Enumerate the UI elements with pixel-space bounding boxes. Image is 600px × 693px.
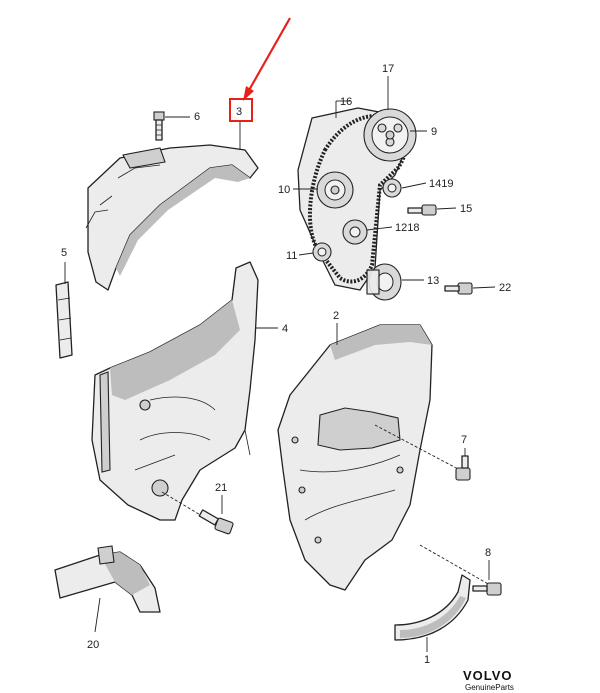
part-3-highlight-box xyxy=(229,98,253,122)
callout-2: 2 xyxy=(333,310,339,322)
timing-belt-assembly[interactable] xyxy=(297,107,417,301)
brand-name: VOLVO xyxy=(463,668,513,683)
callout-4: 4 xyxy=(282,323,288,335)
callout-15: 15 xyxy=(460,203,472,215)
bolt-8[interactable] xyxy=(419,544,502,596)
bolt-15[interactable] xyxy=(407,204,437,216)
callout-16: 16 xyxy=(340,96,352,108)
part-5-seal-strip[interactable] xyxy=(55,281,73,359)
part-20-lower-bracket[interactable] xyxy=(54,545,161,613)
callout-9: 9 xyxy=(431,126,437,138)
part-4-rear-cover[interactable] xyxy=(91,261,259,521)
callout-20: 20 xyxy=(87,639,99,651)
brand-tagline: GenuineParts xyxy=(465,683,514,692)
callout-1218: 1218 xyxy=(395,222,419,234)
callout-3: 3 xyxy=(236,106,242,118)
part-1-lower-cover[interactable] xyxy=(394,574,471,641)
pulley-11[interactable] xyxy=(312,242,332,262)
part-3-upper-cover[interactable] xyxy=(85,144,259,291)
callout-5: 5 xyxy=(61,247,67,259)
callout-11: 11 xyxy=(286,250,297,262)
callout-1: 1 xyxy=(424,654,430,666)
tensioner-pulley-10[interactable] xyxy=(316,171,354,209)
crank-pulley-13[interactable] xyxy=(366,263,402,301)
highlight-arrow xyxy=(243,17,291,101)
callout-21: 21 xyxy=(215,482,227,494)
callout-7: 7 xyxy=(461,434,467,446)
bolt-21[interactable] xyxy=(161,491,234,535)
callout-labels: 3 6 5 4 17 16 9 10 1419 15 1218 11 13 22… xyxy=(61,63,511,666)
camshaft-gear[interactable] xyxy=(363,108,417,162)
callout-6: 6 xyxy=(194,111,200,123)
bolt-6[interactable] xyxy=(153,111,165,141)
brand-logo: VOLVO GenuineParts xyxy=(463,668,514,692)
bolt-22[interactable] xyxy=(444,282,473,295)
leader-lines xyxy=(64,76,496,652)
idler-pulley-1419[interactable] xyxy=(382,178,402,198)
callout-22: 22 xyxy=(499,282,511,294)
part-2-main-cover[interactable] xyxy=(277,324,433,591)
callout-1419: 1419 xyxy=(429,178,453,190)
idler-pulley-1218[interactable] xyxy=(342,219,368,245)
callout-8: 8 xyxy=(485,547,491,559)
callout-10: 10 xyxy=(278,184,290,196)
callout-17: 17 xyxy=(382,63,394,75)
callout-13: 13 xyxy=(427,275,439,287)
